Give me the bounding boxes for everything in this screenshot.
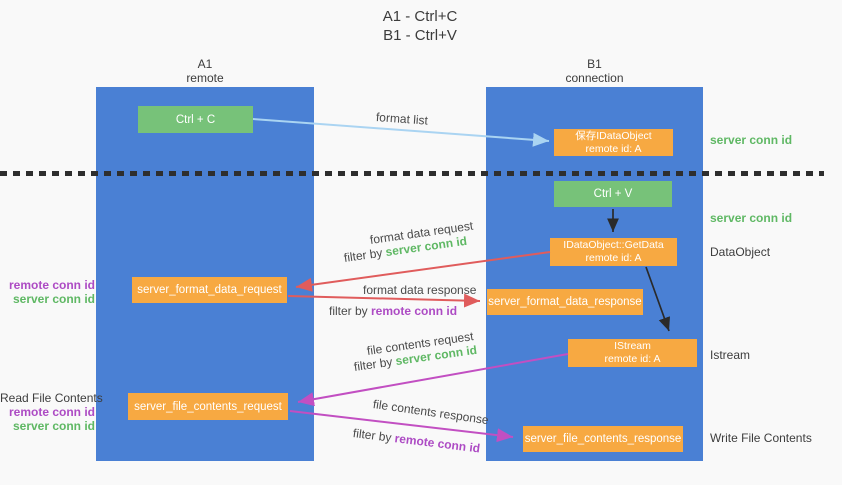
- node-server-format-data-request: server_format_data_request: [132, 277, 287, 303]
- node-ctrl-c: Ctrl + C: [138, 106, 253, 133]
- write-file-contents-label: Write File Contents: [710, 431, 812, 445]
- title-line-1: A1 - Ctrl+C: [382, 8, 458, 25]
- label-filter-by-remote-conn-id-1: filter by remote conn id: [329, 304, 457, 318]
- node-idataobject-getdata-line1: IDataObject::GetData: [563, 239, 664, 251]
- node-ctrl-v: Ctrl + V: [554, 181, 672, 207]
- left-conn-id-labels-top: remote conn id server conn id: [0, 278, 95, 306]
- server-conn-id-label-mid: server conn id: [710, 211, 793, 225]
- read-file-contents-label: Read File Contents: [0, 391, 103, 405]
- right-lifeline-header: B1 connection: [486, 57, 703, 85]
- server-conn-id-label: server conn id: [12, 419, 95, 433]
- node-server-file-contents-request: server_file_contents_request: [128, 393, 288, 420]
- diagram-title: A1 - Ctrl+C B1 - Ctrl+V: [310, 7, 530, 45]
- node-idataobject-getdata-line2: remote id: A: [585, 252, 642, 264]
- right-lifeline-subtitle: connection: [565, 71, 624, 85]
- remote-conn-id-label: remote conn id: [8, 405, 95, 419]
- filter-by-text: filter by: [343, 245, 387, 265]
- node-save-idataobject: 保存IDataObject remote id: A: [554, 129, 673, 156]
- label-filter-by-remote-conn-id-2: filter by remote conn id: [352, 426, 481, 455]
- label-format-data-response: format data response: [363, 283, 477, 297]
- remote-conn-id-text: remote conn id: [393, 431, 481, 456]
- left-conn-id-labels-bottom: Read File Contents remote conn id server…: [0, 391, 103, 433]
- filter-by-text: filter by: [329, 304, 372, 318]
- left-lifeline-subtitle: remote: [186, 71, 224, 85]
- dataobject-label: DataObject: [710, 245, 771, 259]
- node-istream-line1: IStream: [614, 340, 651, 352]
- node-save-idataobject-line2: remote id: A: [585, 142, 642, 155]
- node-server-file-contents-response-label: server_file_contents_response: [524, 433, 682, 445]
- node-server-format-data-response-label: server_format_data_response: [488, 296, 642, 308]
- left-lifeline-header: A1 remote: [96, 57, 314, 85]
- node-istream: IStream remote id: A: [568, 339, 697, 367]
- node-save-idataobject-line1: 保存IDataObject: [575, 129, 652, 142]
- left-lifeline-title: A1: [197, 57, 213, 71]
- node-server-format-data-response: server_format_data_response: [487, 289, 643, 315]
- remote-conn-id-text: remote conn id: [371, 304, 458, 318]
- label-file-contents-response: file contents response: [372, 397, 490, 428]
- node-server-file-contents-request-label: server_file_contents_request: [134, 400, 282, 413]
- node-server-file-contents-response: server_file_contents_response: [523, 426, 683, 452]
- node-ctrl-v-label: Ctrl + V: [593, 188, 633, 200]
- filter-by-text: filter by: [353, 354, 397, 374]
- node-istream-line2: remote id: A: [604, 353, 661, 365]
- node-server-format-data-request-label: server_format_data_request: [137, 284, 282, 296]
- server-conn-id-label: server conn id: [12, 292, 95, 306]
- dotted-divider-line: [0, 171, 824, 176]
- node-ctrl-c-label: Ctrl + C: [175, 113, 216, 126]
- server-conn-id-label-top: server conn id: [710, 133, 793, 147]
- right-lifeline-title: B1: [587, 57, 602, 71]
- istream-label: Istream: [710, 348, 751, 362]
- node-idataobject-getdata: IDataObject::GetData remote id: A: [550, 238, 677, 266]
- remote-conn-id-label: remote conn id: [8, 278, 95, 292]
- label-format-list: format list: [375, 110, 429, 128]
- filter-by-text: filter by: [352, 426, 396, 446]
- title-line-2: B1 - Ctrl+V: [383, 27, 457, 44]
